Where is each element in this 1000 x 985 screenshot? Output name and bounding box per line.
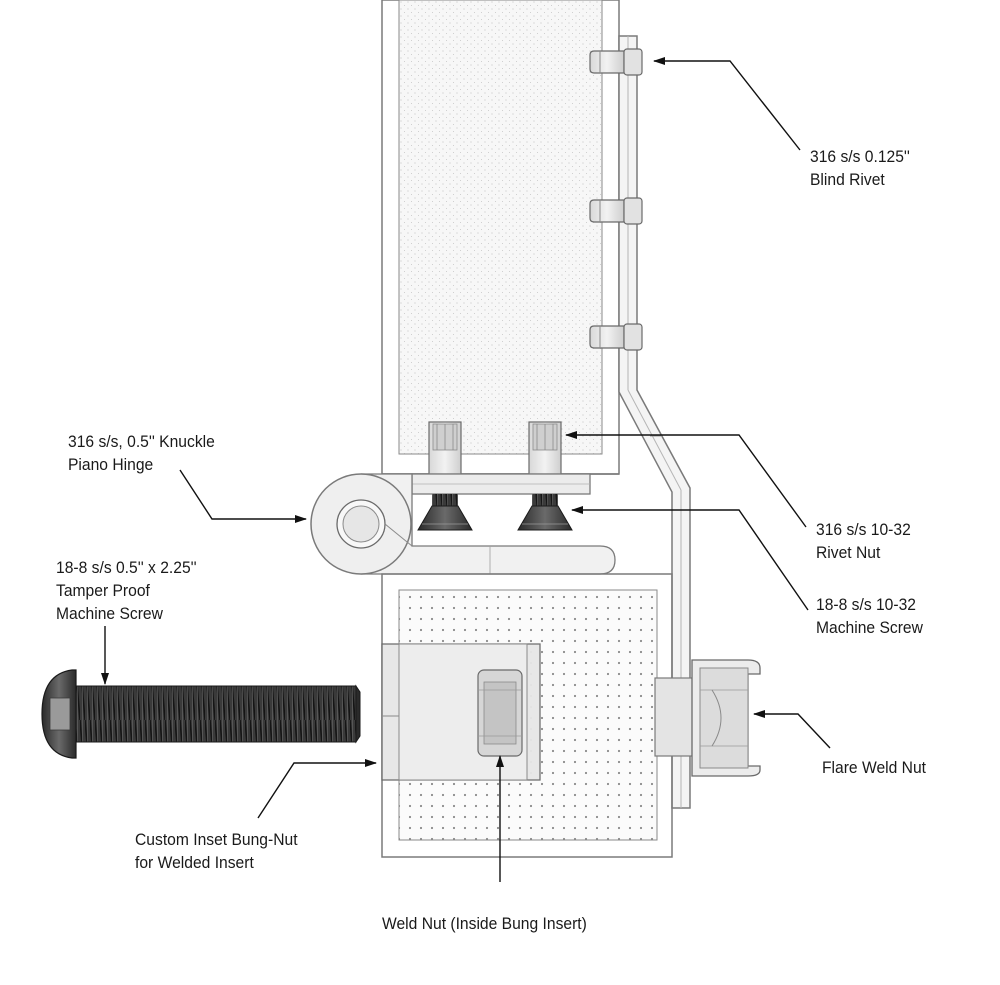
label-bung-nut-line1: Custom Inset Bung-Nut	[135, 830, 298, 849]
rivet-nut	[528, 421, 562, 475]
label-rivet-nut-line1: 316 s/s 10-32	[816, 520, 911, 539]
leader-flare-weld-nut	[753, 710, 831, 749]
label-machine-screw-line1: 18-8 s/s 10-32	[816, 595, 916, 614]
label-flare-weld-nut-line1: Flare Weld Nut	[822, 758, 927, 777]
label-piano-hinge-line1: 316 s/s, 0.5'' Knuckle	[68, 432, 215, 451]
upper-panel	[381, 0, 620, 475]
label-rivet-nut-line2: Rivet Nut	[816, 543, 881, 562]
rivet-nut	[428, 421, 462, 475]
label-machine-screw-line2: Machine Screw	[816, 618, 923, 637]
label-tamper-screw: 18-8 s/s 0.5'' x 2.25'' Tamper Proof Mac…	[56, 556, 197, 625]
label-blind-rivet-line1: 316 s/s 0.125''	[810, 147, 910, 166]
blind-rivet	[589, 197, 643, 225]
leader-machine-screw	[571, 506, 809, 611]
blind-rivet	[589, 48, 643, 76]
label-weld-nut-line1: Weld Nut (Inside Bung Insert)	[382, 914, 587, 933]
leader-rivet-nut	[565, 431, 807, 528]
leader-piano-hinge	[179, 469, 307, 523]
label-bung-nut: Custom Inset Bung-Nut for Welded Insert	[135, 828, 298, 874]
leader-blind-rivet	[653, 57, 801, 151]
machine-screw	[517, 494, 573, 531]
label-flare-weld-nut: Flare Weld Nut	[822, 756, 926, 779]
piano-hinge	[310, 473, 616, 575]
label-blind-rivet: 316 s/s 0.125'' Blind Rivet	[810, 145, 910, 191]
leader-lines	[101, 57, 831, 882]
label-piano-hinge-line2: Piano Hinge	[68, 455, 154, 474]
label-tamper-screw-line1: 18-8 s/s 0.5'' x 2.25''	[56, 558, 197, 577]
tamper-proof-screw	[41, 669, 361, 759]
label-weld-nut: Weld Nut (Inside Bung Insert)	[382, 912, 587, 935]
weld-nut	[477, 669, 523, 757]
hinge-leaf	[411, 473, 591, 495]
label-blind-rivet-line2: Blind Rivet	[810, 170, 885, 189]
label-tamper-screw-line2: Tamper Proof	[56, 581, 150, 600]
blind-rivet	[589, 323, 643, 351]
label-piano-hinge: 316 s/s, 0.5'' Knuckle Piano Hinge	[68, 430, 215, 476]
flare-weld-nut	[654, 659, 761, 777]
label-rivet-nut: 316 s/s 10-32 Rivet Nut	[816, 518, 911, 564]
machine-screw	[417, 494, 473, 531]
label-machine-screw: 18-8 s/s 10-32 Machine Screw	[816, 593, 923, 639]
leader-bung-nut	[257, 759, 377, 819]
label-bung-nut-line2: for Welded Insert	[135, 853, 254, 872]
label-tamper-screw-line3: Machine Screw	[56, 604, 163, 623]
